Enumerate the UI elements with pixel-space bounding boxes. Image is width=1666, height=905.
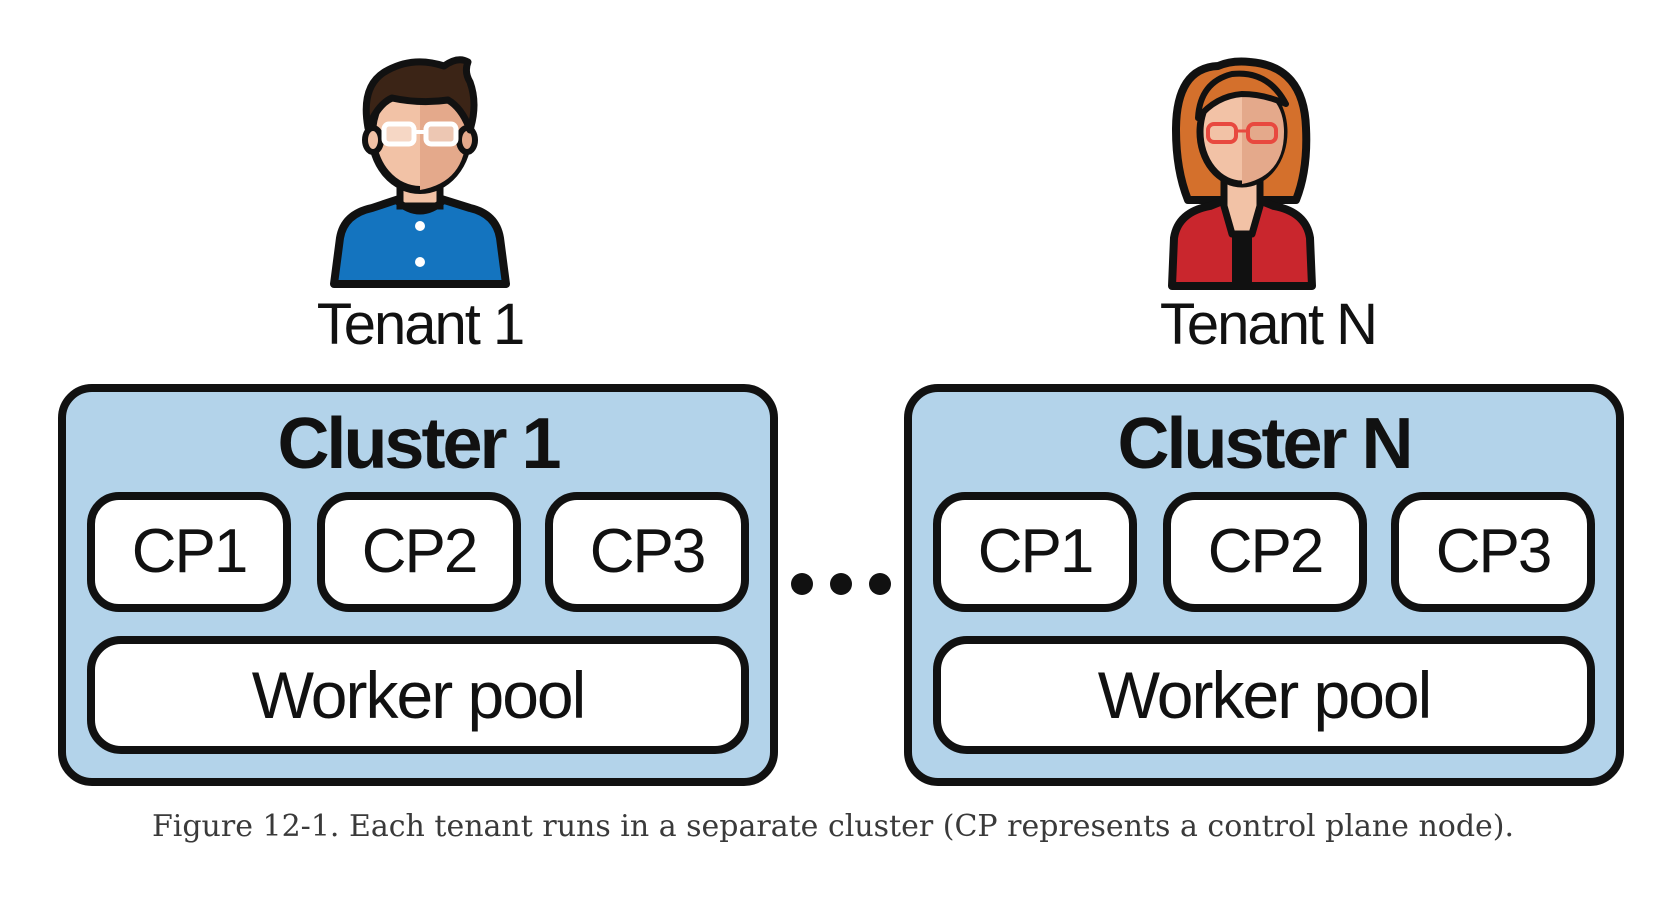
tenant-n-label: Tenant N [1159,292,1378,357]
cluster-1-cp2-box [317,492,521,612]
cluster-n-cp1-label: CP1 [977,517,1095,586]
figure-caption: Figure 12-1. Each tenant runs in a separ… [151,809,1515,844]
cluster-n-cp2-box [1163,492,1367,612]
cluster-1 [58,384,778,786]
tenant-1-label: Tenant 1 [316,292,526,357]
cluster-n-worker-pool-box [933,636,1595,754]
cluster-1-title: Cluster 1 [277,404,561,484]
cluster-n-worker-pool-label: Worker pool [1097,658,1433,732]
cluster-n [904,384,1624,786]
female-user-icon [1168,57,1316,290]
cluster-n-title: Cluster N [1117,404,1413,484]
male-user-icon [330,56,510,288]
cluster-1-cp3-label: CP3 [589,517,707,586]
cluster-1-cp1-box [87,492,291,612]
cluster-1-worker-pool-label: Worker pool [251,658,587,732]
cluster-n-cp1-box [933,492,1137,612]
cluster-n-cp3-label: CP3 [1435,517,1553,586]
cluster-1-cp2-label: CP2 [361,517,479,586]
cluster-1-cp1-label: CP1 [131,517,249,586]
cluster-1-cp3-box [545,492,749,612]
cluster-n-cp3-box [1391,492,1595,612]
cluster-n-cp2-label: CP2 [1207,517,1325,586]
ellipsis-icon [791,573,891,595]
cluster-1-worker-pool-box [87,636,749,754]
